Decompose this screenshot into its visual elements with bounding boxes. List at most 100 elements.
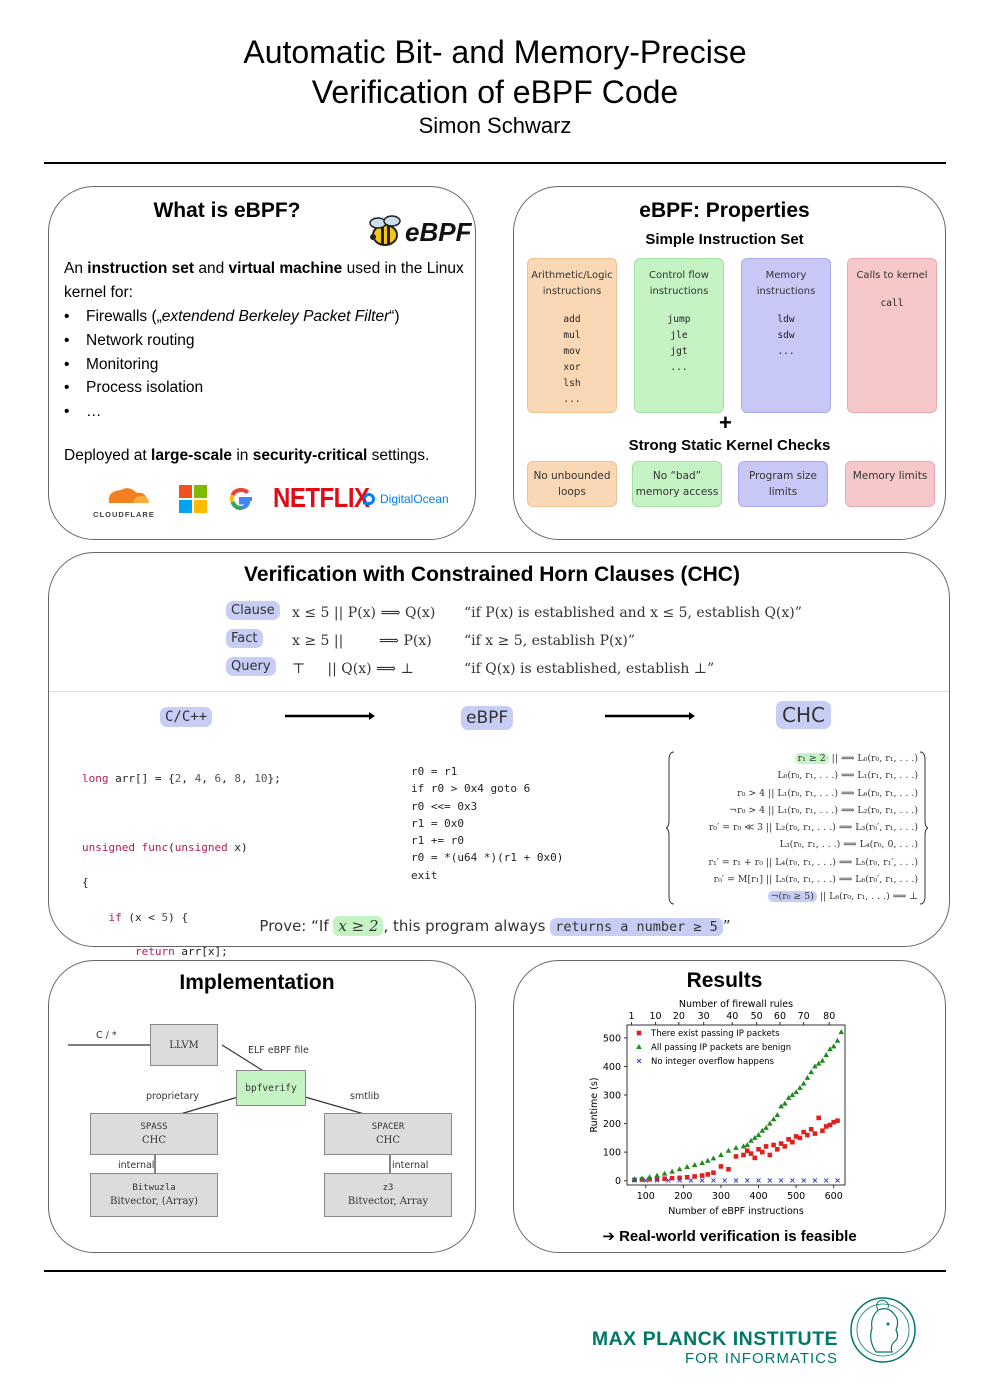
- data-point-triangle: [646, 1174, 653, 1180]
- legend-label: There exist passing IP packets: [650, 1029, 780, 1039]
- data-point-square: [669, 1175, 675, 1181]
- data-point-x: [654, 1178, 660, 1183]
- digitalocean-icon: [363, 493, 375, 505]
- proprietary-label: proprietary: [146, 1091, 200, 1102]
- spass-box: SPASS CHC: [90, 1113, 218, 1155]
- check-no-loops: No unbounded loops: [527, 461, 617, 507]
- prove-pre: Prove: “If: [259, 917, 334, 935]
- data-point-x: [632, 1178, 637, 1183]
- bottom-divider: [44, 1270, 946, 1272]
- data-point-triangle: [823, 1052, 830, 1057]
- data-point-triangle: [838, 1029, 845, 1035]
- elf-label: ELF eBPF file: [248, 1045, 309, 1056]
- data-point-square: [827, 1122, 833, 1128]
- data-point-square: [823, 1124, 829, 1129]
- ebpf-code: r0 = r1 if r0 > 0x4 goto 6 r0 <<= 0x3 r1…: [411, 765, 564, 882]
- legend-marker: [636, 1030, 642, 1036]
- bitwuzla-name: Bitwuzla: [132, 1183, 176, 1193]
- data-point-triangle: [725, 1147, 732, 1153]
- fact-explain: “if x ≥ 5, establish P(x)”: [464, 633, 636, 649]
- clause-formula: x ≤ 5 || P(x) ⟹ Q(x): [292, 605, 436, 621]
- fact-tag: Fact: [226, 629, 263, 648]
- data-point-x: [823, 1178, 829, 1183]
- data-point-x: [812, 1178, 818, 1183]
- spacer-box: SPACER CHC: [324, 1113, 452, 1155]
- data-point-triangle: [748, 1137, 754, 1143]
- data-point-x: [699, 1178, 705, 1183]
- chc-divider: [49, 691, 949, 692]
- column-title: Memory instructions: [756, 270, 816, 297]
- data-point-triangle: [827, 1046, 833, 1052]
- chc-line: r₀ > 4 || L₁(r₀, r₁, . . .) ⟹ L₆(r₀, r₁,…: [737, 787, 918, 799]
- use-case-list: •Firewalls („extendend Berkeley Packet F…: [64, 305, 474, 424]
- y-axis-label: Runtime (s): [589, 1077, 600, 1132]
- ebpf-logo: eBPF: [365, 211, 472, 251]
- data-point-x: [767, 1178, 773, 1183]
- x2-axis-label: Number of firewall rules: [679, 999, 793, 1010]
- x2-tick-label: 30: [698, 1011, 710, 1022]
- x2-tick-label: 60: [774, 1011, 786, 1022]
- column-items: jump jle jgt ...: [667, 314, 691, 373]
- prove-mid: , this program always: [383, 917, 551, 935]
- deployed-text: Deployed at large-scale in security-crit…: [64, 447, 430, 464]
- data-point-triangle: [705, 1157, 711, 1163]
- y-tick-label: 400: [603, 1062, 621, 1073]
- fact-row: Fact x ≥ 5 || ⟹ P(x) “if x ≥ 5, establis…: [226, 629, 846, 655]
- data-point-square: [831, 1119, 837, 1125]
- memory-column: Memory instructions ldw sdw ...: [741, 258, 831, 413]
- data-point-square: [741, 1152, 746, 1158]
- data-point-triangle: [767, 1120, 773, 1126]
- data-point-triangle: [774, 1112, 781, 1117]
- data-point-triangle: [797, 1084, 803, 1090]
- list-item: •Network routing: [64, 331, 195, 349]
- data-point-triangle: [800, 1080, 807, 1086]
- data-point-square: [801, 1129, 806, 1135]
- page-title: Automatic Bit- and Memory-Precise Verifi…: [0, 32, 990, 112]
- data-point-x: [744, 1178, 750, 1183]
- list-item: •Process isolation: [64, 379, 204, 397]
- data-point-triangle: [744, 1142, 751, 1147]
- chc-precondition-highlight: r₁ ≥ 2: [794, 753, 829, 764]
- institute-line-2: FOR INFORMATICS: [684, 1350, 838, 1367]
- data-point-square: [692, 1174, 697, 1179]
- plus-sign: +: [719, 410, 732, 435]
- data-point-triangle: [785, 1094, 792, 1100]
- properties-title: eBPF: Properties: [639, 199, 810, 222]
- data-point-triangle: [676, 1166, 683, 1172]
- x2-tick-label: 40: [726, 1011, 738, 1022]
- data-point-square: [820, 1128, 825, 1134]
- data-point-x: [835, 1178, 840, 1183]
- bpfverify-box: bpfverify: [236, 1070, 306, 1106]
- data-point-triangle: [830, 1043, 837, 1049]
- chc-line: r₀′ = r₀ ≪ 3 || L₂(r₀, r₁, . . .) ⟹ L₃(r…: [708, 822, 918, 834]
- data-point-x: [665, 1178, 671, 1183]
- column-items: ldw sdw ...: [777, 314, 795, 357]
- data-point-triangle: [661, 1170, 668, 1176]
- data-point-triangle: [804, 1074, 811, 1080]
- data-point-triangle: [793, 1089, 799, 1095]
- x2-tick-label: 1: [628, 1011, 634, 1022]
- results-title: Results: [686, 969, 763, 992]
- data-point-x: [722, 1178, 728, 1183]
- z3-type: Bitvector, Array: [347, 1196, 429, 1207]
- ebpf-logo-text: eBPF: [405, 217, 472, 247]
- c-code: long arr[] = {2, 4, 6, 8, 10}; unsigned …: [82, 772, 281, 1062]
- data-point-x: [711, 1178, 716, 1183]
- data-point-square: [763, 1144, 769, 1149]
- arrow-ebpf-to-chc: [605, 712, 695, 720]
- data-point-square: [835, 1118, 840, 1124]
- data-point-triangle: [740, 1143, 747, 1149]
- list-item: •…: [64, 403, 102, 421]
- data-point-square: [726, 1166, 731, 1172]
- y-tick-label: 200: [603, 1119, 621, 1130]
- microsoft-logo-icon: [179, 485, 207, 513]
- data-point-square: [793, 1134, 799, 1139]
- z3-box: z3 Bitvector, Array: [324, 1173, 452, 1217]
- data-point-square: [808, 1126, 814, 1132]
- data-point-square: [662, 1176, 667, 1182]
- prove-statement: Prove: “If x ≥ 2, this program always re…: [0, 916, 990, 936]
- y-tick-label: 300: [603, 1091, 621, 1102]
